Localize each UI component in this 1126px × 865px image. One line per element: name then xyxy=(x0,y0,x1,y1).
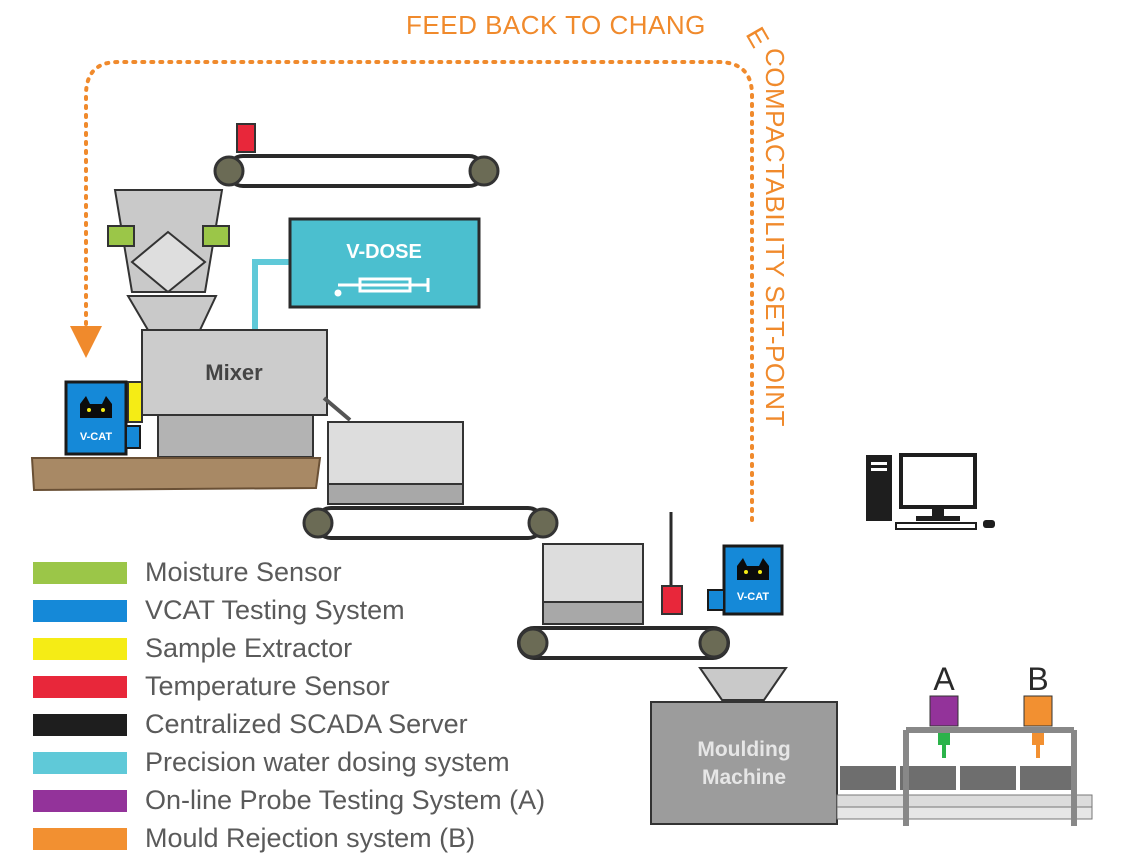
feedback-arrow-head xyxy=(70,326,102,358)
gantry-frame xyxy=(903,727,1077,826)
probe-b: B xyxy=(1023,661,1053,758)
scada-computer-icon xyxy=(866,453,995,530)
output-track xyxy=(836,766,1093,820)
cat-icon xyxy=(80,396,112,418)
hopper xyxy=(107,189,230,331)
feedback-loop xyxy=(70,60,754,522)
probe-b-label: B xyxy=(1027,661,1048,697)
middle-conveyor xyxy=(302,506,559,540)
feedback-text-side: COMPACTABILITY SET-POINT xyxy=(760,48,790,427)
legend-label: Moisture Sensor xyxy=(145,557,342,587)
legend-swatch xyxy=(33,828,127,850)
mould-box-1 xyxy=(327,421,464,505)
legend-swatch xyxy=(33,790,127,812)
legend-label: Temperature Sensor xyxy=(145,671,390,701)
temperature-sensor-probe xyxy=(661,512,683,615)
floor-platform xyxy=(30,457,322,492)
feedback-text-top: FEED BACK TO CHANG xyxy=(406,10,706,40)
top-conveyor xyxy=(213,123,500,188)
legend-swatch xyxy=(33,676,127,698)
moisture-sensor-right xyxy=(202,225,230,247)
legend-label: Mould Rejection system (B) xyxy=(145,823,476,853)
syringe-icon xyxy=(334,277,430,297)
legend-label: Sample Extractor xyxy=(145,633,353,663)
moisture-sensor-left xyxy=(107,225,135,247)
vcat-right-label: V-CAT xyxy=(737,591,769,603)
temperature-sensor-top xyxy=(236,123,256,153)
lower-conveyor xyxy=(517,626,730,660)
vdose-label: V-DOSE xyxy=(346,241,422,263)
legend-label: On-line Probe Testing System (A) xyxy=(145,785,546,815)
moulding-machine-label-line1: Moulding xyxy=(697,738,790,761)
legend-swatch xyxy=(33,714,127,736)
legend-swatch xyxy=(33,600,127,622)
legend-label: VCAT Testing System xyxy=(145,595,405,625)
legend-label: Precision water dosing system xyxy=(145,747,510,777)
moulding-machine-label-line2: Machine xyxy=(702,766,786,789)
cat-icon xyxy=(737,558,769,580)
legend-label: Centralized SCADA Server xyxy=(145,709,468,739)
mixer-label: Mixer xyxy=(205,360,263,385)
mould-box-2 xyxy=(542,543,644,625)
mixer: Mixer xyxy=(141,329,352,458)
vdose-panel: V-DOSE xyxy=(288,217,481,309)
vcat-right: V-CAT xyxy=(707,544,784,616)
moulding-machine: Moulding Machine xyxy=(650,667,838,825)
water-pipe xyxy=(252,259,290,330)
vcat-left: V-CAT xyxy=(64,380,141,456)
probe-a: A xyxy=(929,661,959,758)
legend-swatch xyxy=(33,562,127,584)
sample-extractor xyxy=(127,381,143,423)
legend-swatch xyxy=(33,752,127,774)
vcat-left-label: V-CAT xyxy=(80,431,112,443)
probe-a-label: A xyxy=(933,661,955,697)
legend-swatch xyxy=(33,638,127,660)
